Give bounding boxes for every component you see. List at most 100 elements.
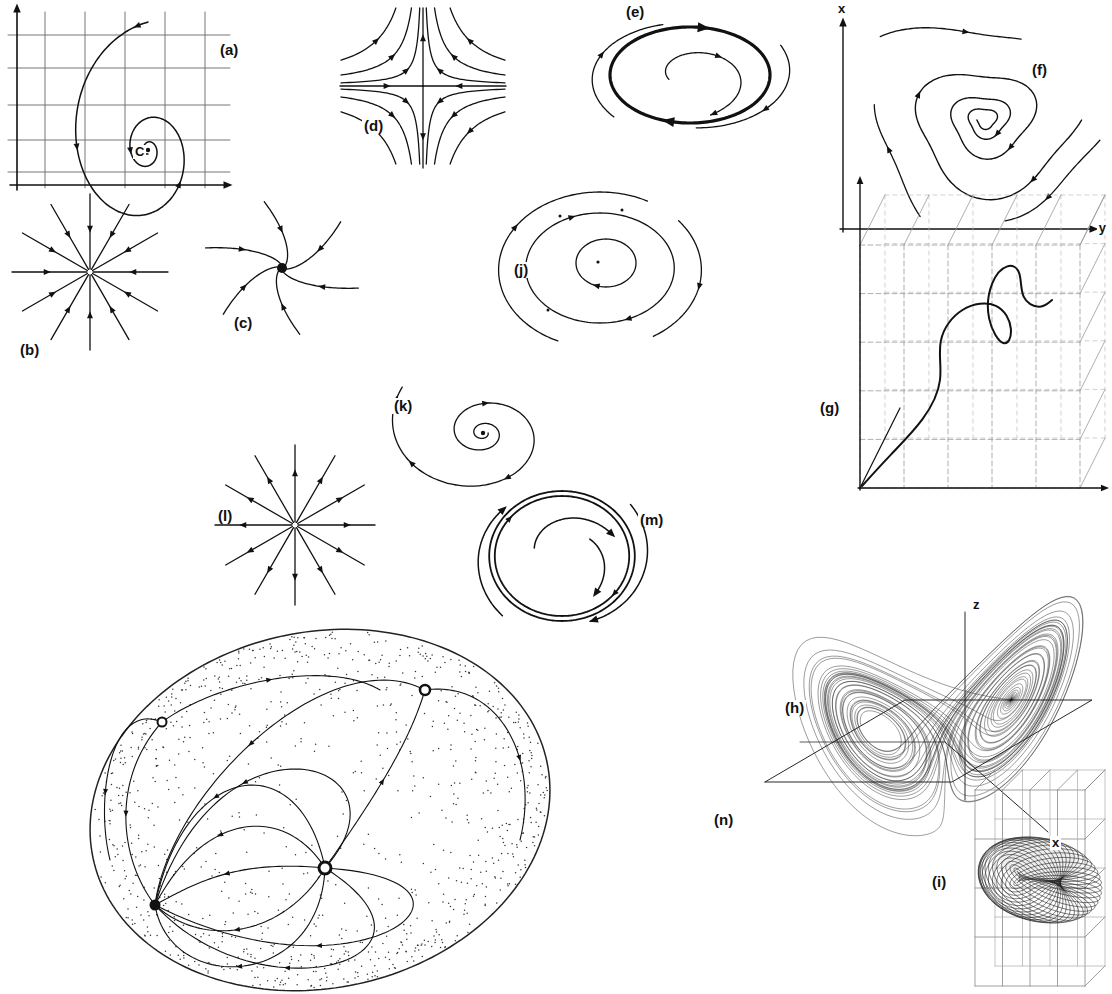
stipple-dots <box>177 954 179 956</box>
stipple-dots <box>355 771 357 773</box>
stipple-dots <box>450 852 452 854</box>
stipple-dots <box>195 934 197 936</box>
stipple-dots <box>129 792 131 794</box>
stipple-dots <box>250 954 252 956</box>
saddle-point <box>435 66 444 75</box>
stipple-dots <box>311 985 313 987</box>
stipple-dots <box>180 702 182 704</box>
stipple-dots <box>291 959 293 961</box>
stipple-dots <box>131 843 133 845</box>
limit-cycle-double <box>478 491 647 625</box>
stipple-dots <box>122 785 124 787</box>
stipple-dots <box>507 853 509 855</box>
stipple-dots <box>386 935 388 937</box>
stipple-dots <box>190 685 192 687</box>
saddle-point <box>435 97 444 106</box>
stipple-dots <box>132 924 134 926</box>
stipple-dots <box>430 796 432 798</box>
torus-attractor <box>1014 868 1100 903</box>
stipple-dots <box>438 883 440 885</box>
stipple-dots <box>171 696 173 698</box>
torus-attractor <box>975 770 1105 986</box>
saddle-point <box>455 83 462 89</box>
stipple-dots <box>163 747 165 749</box>
stipple-dots <box>105 882 107 884</box>
stipple-dots <box>341 928 343 930</box>
stipple-dots <box>374 848 376 850</box>
stipple-dots <box>282 650 284 652</box>
stipple-dots <box>334 638 336 640</box>
stipple-dots <box>123 898 125 900</box>
stipple-dots <box>545 777 547 779</box>
stipple-dots <box>381 904 383 906</box>
stipple-dots <box>165 951 167 953</box>
stipple-dots <box>288 978 290 980</box>
stipple-dots <box>270 701 272 703</box>
stipple-dots <box>181 689 183 691</box>
phase-space-box <box>857 176 1109 491</box>
flow-line <box>316 943 322 948</box>
stipple-dots <box>324 674 326 676</box>
stipple-dots <box>175 901 177 903</box>
stipple-dots <box>507 776 509 778</box>
star-node-in <box>107 305 116 314</box>
stipple-dots <box>444 947 446 949</box>
stipple-dots <box>214 699 216 701</box>
stipple-dots <box>397 915 399 917</box>
stipple-dots <box>144 935 146 937</box>
stipple-dots <box>341 938 343 940</box>
stipple-dots <box>388 775 390 777</box>
saddle-point <box>426 89 505 164</box>
stipple-dots <box>214 869 216 871</box>
saddle-point <box>341 8 420 83</box>
star-node-in <box>48 289 57 298</box>
stipple-dots <box>310 986 312 988</box>
stipple-dots <box>363 844 365 846</box>
stipple-dots <box>486 870 488 872</box>
surface-flow <box>420 685 430 695</box>
stipple-dots <box>360 942 362 944</box>
stipple-dots <box>430 658 432 660</box>
stipple-dots <box>185 689 187 691</box>
stipple-dots <box>280 691 282 693</box>
stipple-dots <box>529 792 531 794</box>
limit-cycle <box>661 115 674 127</box>
stipple-dots <box>293 947 295 949</box>
stipple-dots <box>220 694 222 696</box>
stipple-dots <box>132 733 134 735</box>
stipple-dots <box>406 933 408 935</box>
stipple-dots <box>121 805 123 807</box>
stipple-dots <box>221 890 223 892</box>
saddle-point <box>388 111 397 120</box>
stipple-dots <box>383 704 385 706</box>
stipple-dots <box>293 637 295 639</box>
stipple-dots <box>303 637 305 639</box>
star-node-in <box>12 194 168 350</box>
stipple-dots <box>203 679 205 681</box>
limit-cycle-double <box>606 528 618 540</box>
stipple-dots <box>236 681 238 683</box>
predator-prey-spiral <box>915 90 923 99</box>
stipple-dots <box>484 905 486 907</box>
stipple-dots <box>411 956 413 958</box>
torus-attractor <box>995 966 1105 967</box>
stipple-dots <box>450 906 452 908</box>
stipple-dots <box>453 803 455 805</box>
stipple-dots <box>438 934 440 936</box>
stipple-dots <box>495 877 497 879</box>
stipple-dots <box>380 659 382 661</box>
stipple-dots <box>345 650 347 652</box>
stipple-dots <box>517 772 519 774</box>
stipple-dots <box>147 843 149 845</box>
phase-space-box <box>1080 341 1105 391</box>
stipple-dots <box>220 830 222 832</box>
stipple-dots <box>320 985 322 987</box>
stipple-dots <box>289 893 291 895</box>
stipple-dots <box>425 658 427 660</box>
stipple-dots <box>428 902 430 904</box>
stipple-dots <box>400 741 402 743</box>
stipple-dots <box>145 722 147 724</box>
star-node-out <box>298 524 375 525</box>
stipple-dots <box>122 845 124 847</box>
stipple-dots <box>249 725 251 727</box>
